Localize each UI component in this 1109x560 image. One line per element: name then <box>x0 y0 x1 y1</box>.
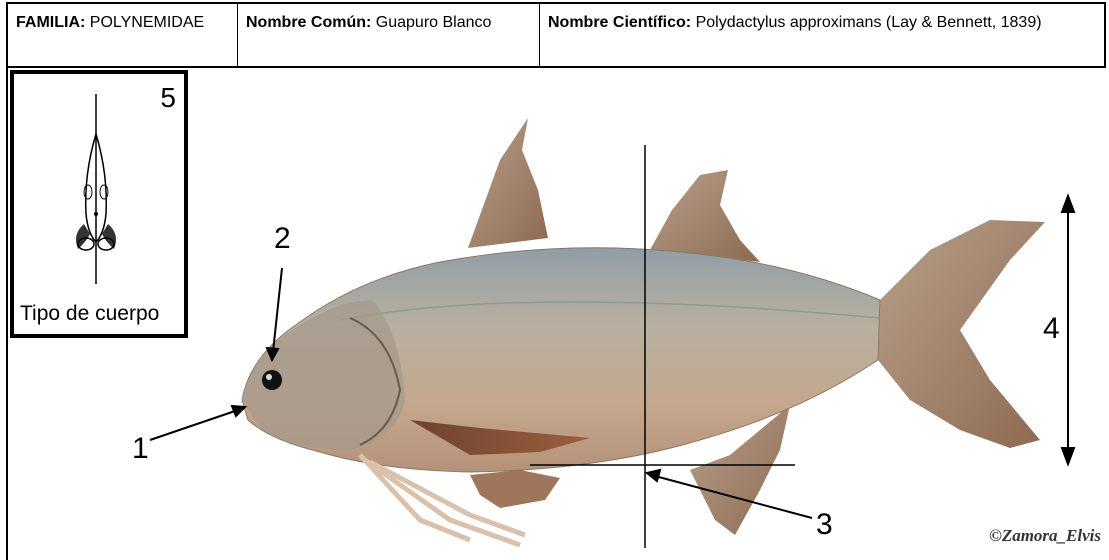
body-type-silhouette-icon <box>14 74 184 294</box>
inset-caption: Tipo de cuerpo <box>20 302 159 326</box>
label-3: 3 <box>816 508 833 542</box>
first-dorsal-fin <box>468 118 548 248</box>
caudal-fin <box>878 220 1045 448</box>
arrow-4 <box>1062 196 1074 464</box>
second-dorsal-fin <box>650 170 760 262</box>
pelvic-fin <box>470 470 560 508</box>
fish-eye <box>262 370 282 390</box>
arrow-1 <box>150 406 245 440</box>
label-2: 2 <box>274 222 291 256</box>
body-type-inset: 5 Tipo de cuerpo <box>10 70 188 338</box>
photo-credit: ©Zamora_Elvis <box>989 526 1101 546</box>
label-4: 4 <box>1043 312 1060 346</box>
eye-highlight <box>266 374 272 380</box>
label-1: 1 <box>132 432 149 466</box>
